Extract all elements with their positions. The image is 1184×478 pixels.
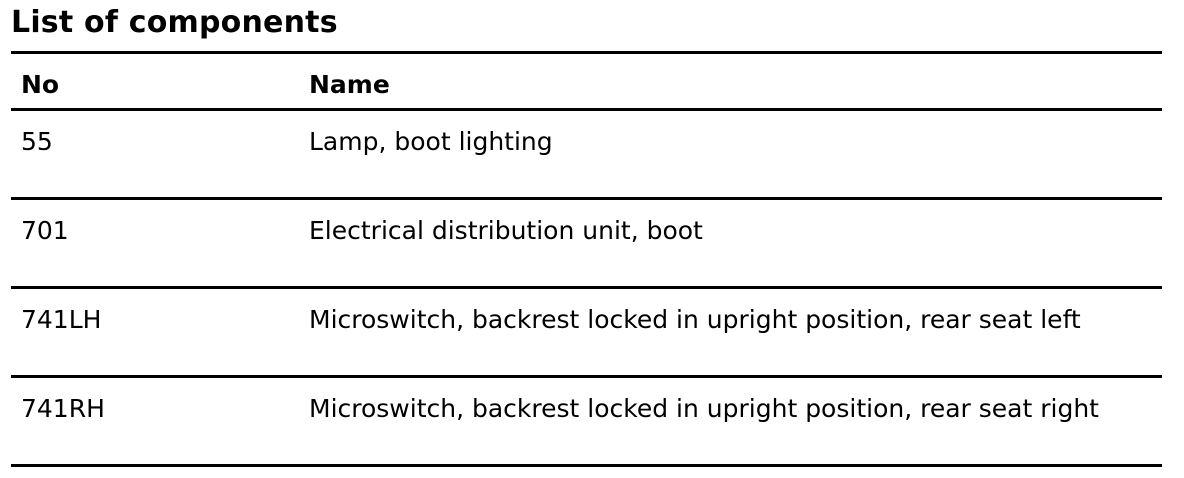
- column-header-name: Name: [309, 70, 390, 99]
- component-number: 741RH: [21, 394, 105, 423]
- component-number: 701: [21, 216, 69, 245]
- components-table: No Name 55 Lamp, boot lighting 701 Elect…: [11, 51, 1162, 467]
- page-title: List of components: [11, 5, 338, 40]
- component-name: Lamp, boot lighting: [309, 127, 553, 156]
- column-header-no: No: [21, 70, 60, 99]
- table-row: 741RH Microswitch, backrest locked in up…: [11, 378, 1162, 467]
- table-row: 55 Lamp, boot lighting: [11, 111, 1162, 200]
- component-name: Microswitch, backrest locked in upright …: [309, 305, 1081, 334]
- component-number: 55: [21, 127, 53, 156]
- table-row: 701 Electrical distribution unit, boot: [11, 200, 1162, 289]
- component-name: Electrical distribution unit, boot: [309, 216, 703, 245]
- table-header-row: No Name: [11, 54, 1162, 111]
- component-number: 741LH: [21, 305, 102, 334]
- table-row: 741LH Microswitch, backrest locked in up…: [11, 289, 1162, 378]
- component-name: Microswitch, backrest locked in upright …: [309, 394, 1099, 423]
